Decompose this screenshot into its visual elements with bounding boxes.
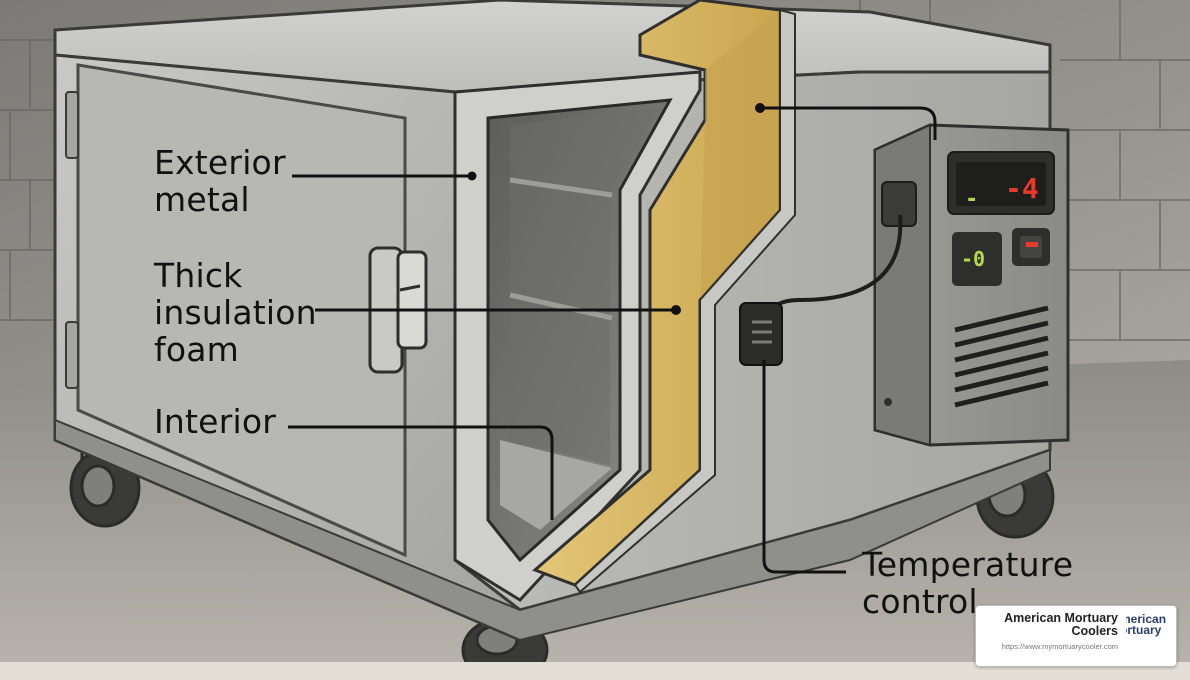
- outer-skin: [573, 8, 796, 594]
- label-temperature-control: Temperature control: [862, 546, 1073, 620]
- label-temperature-line-2: control: [862, 582, 978, 621]
- label-exterior-metal: Exterior metal: [154, 144, 286, 218]
- leader-interior: [288, 425, 554, 520]
- brand-badge[interactable]: American Mortuary Coolers https://www.my…: [975, 605, 1177, 667]
- label-interior-line-1: Interior: [154, 402, 276, 441]
- brand-logo-line-1: merican: [1126, 614, 1167, 626]
- label-exterior-line-2: metal: [154, 180, 250, 219]
- label-temperature-line-1: Temperature: [862, 545, 1074, 584]
- display-setpoint: -0: [961, 247, 985, 271]
- cabinet-base: [54, 418, 1051, 642]
- vent-grille: [954, 305, 1049, 408]
- label-insulation-foam: Thick insulation foam: [154, 257, 317, 368]
- leader-temperature: [762, 360, 846, 574]
- brand-name-line-1: American Mortuary: [1004, 611, 1118, 625]
- door-panel: [76, 63, 407, 558]
- interior-shelves: [509, 177, 613, 321]
- label-insulation-line-3: foam: [154, 330, 239, 369]
- brand-name-line-2: Coolers: [1071, 624, 1118, 638]
- control-unit: [873, 123, 1070, 447]
- interior-floor: [500, 440, 612, 530]
- hinge-bottom: [65, 321, 79, 389]
- label-insulation-line-1: Thick: [154, 256, 243, 295]
- label-exterior-line-1: Exterior: [154, 143, 286, 182]
- brand-logo-line-2: ortuary: [1126, 623, 1162, 637]
- bottom-strip: [0, 662, 1190, 680]
- display-left-indicator: -: [965, 187, 978, 212]
- display-main-reading: -4: [1005, 172, 1039, 205]
- label-insulation-line-2: insulation: [154, 293, 317, 332]
- leader-control-top: [760, 106, 937, 140]
- leader-exterior-dot: [467, 171, 477, 181]
- hinge-top: [65, 91, 79, 159]
- brand-name: American Mortuary Coolers: [1004, 612, 1118, 638]
- interior-back-wall: [510, 108, 660, 465]
- leader-insulation-dot: [671, 305, 681, 315]
- wall-plug: [739, 302, 783, 366]
- leader-control-dot: [755, 103, 765, 113]
- brand-url[interactable]: https://www.mymortuarycooler.com: [1001, 642, 1118, 651]
- foam-side-face: [700, 10, 780, 300]
- leader-lines: [288, 103, 937, 574]
- label-interior: Interior: [154, 403, 276, 440]
- brand-logo: merican ortuary: [1126, 614, 1168, 658]
